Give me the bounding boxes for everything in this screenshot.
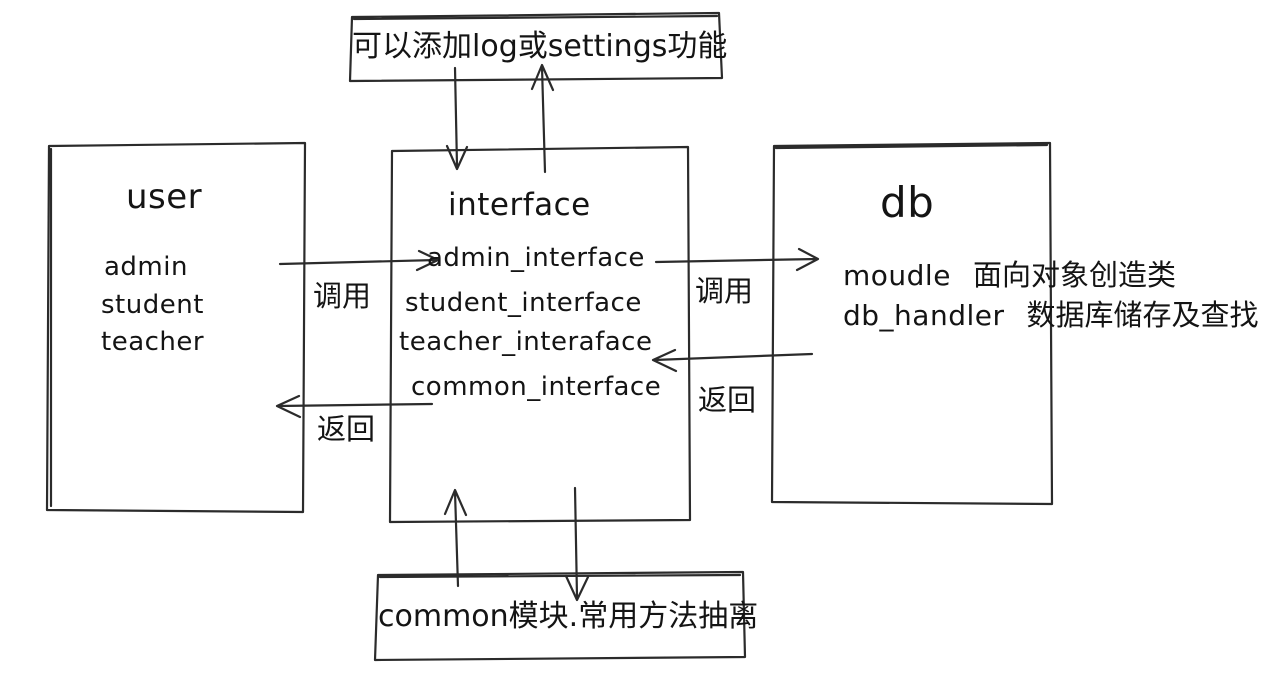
arrow-bottomnote-to-interface: [443, 488, 468, 588]
arrow-interface-to-topnote: [530, 63, 555, 174]
interface-box: [388, 145, 692, 524]
interface-item-admin: admin_interface: [427, 243, 645, 273]
db-item-handler: db_handler 数据库储存及查找: [843, 298, 1259, 332]
bottom-note-box: [373, 570, 747, 662]
user-item-admin: admin: [104, 252, 188, 282]
user-box: [45, 141, 307, 514]
db-item-handler-name: db_handler: [843, 299, 1005, 332]
arrow-interface-to-db: [654, 247, 820, 272]
arrow-interface-to-user: [275, 394, 434, 419]
db-box: [770, 141, 1054, 506]
label-db-call: 调用: [695, 274, 754, 308]
db-item-moudle-desc: 面向对象创造类: [972, 258, 1176, 292]
user-box-title: user: [126, 177, 203, 217]
bottom-note-label: common模块.常用方法抽离: [378, 599, 759, 634]
label-user-call: 调用: [313, 279, 372, 313]
arrow-topnote-to-interface: [445, 66, 469, 171]
db-item-moudle: moudle 面向对象创造类: [843, 258, 1176, 292]
user-item-student: student: [101, 290, 204, 320]
interface-box-title: interface: [448, 187, 591, 223]
interface-item-common: common_interface: [411, 372, 662, 402]
top-note-label: 可以添加log或settings功能: [352, 29, 728, 64]
arrow-interface-to-bottomnote: [564, 486, 590, 602]
interface-item-student: student_interface: [405, 288, 642, 318]
label-db-return: 返回: [698, 383, 757, 417]
db-item-moudle-name: moudle: [843, 259, 951, 292]
label-user-return: 返回: [317, 412, 376, 446]
db-box-title: db: [880, 178, 935, 227]
top-note-box: [348, 11, 724, 83]
user-item-teacher: teacher: [101, 327, 205, 357]
db-item-handler-desc: 数据库储存及查找: [1026, 298, 1259, 332]
arrow-user-to-interface: [278, 249, 440, 272]
arrow-db-to-interface: [651, 348, 814, 373]
interface-item-teacher: teacher_interaface: [399, 327, 653, 357]
